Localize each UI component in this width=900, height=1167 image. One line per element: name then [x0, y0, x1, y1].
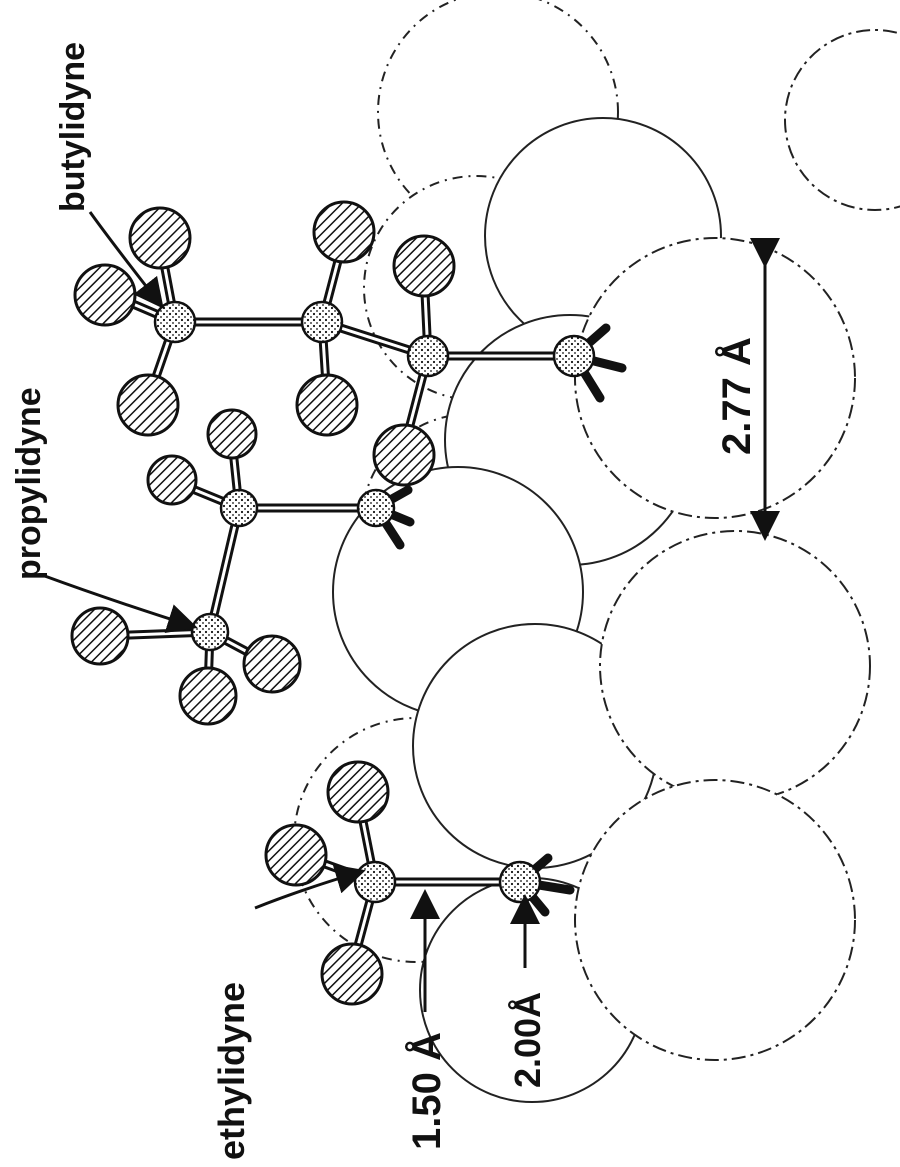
hydrogen-atom: [116, 373, 180, 437]
carbon-atom: [153, 300, 197, 344]
carbon-atom: [219, 488, 259, 528]
metal-atom: [574, 237, 856, 519]
hydrogen-atom: [206, 408, 258, 460]
hydrogen-atom: [70, 606, 130, 666]
carbon-atom: [190, 612, 230, 652]
carbon-atom: [498, 860, 542, 904]
hydrogen-atom: [178, 666, 238, 726]
label-pointers: [41, 211, 540, 1012]
metal-diameter-label: 2.77 Å: [714, 337, 759, 455]
metal-atom: [784, 29, 900, 211]
carbon-atom: [552, 334, 596, 378]
hydrogen-atom: [128, 206, 192, 270]
hydrogen-atoms: [70, 200, 456, 1006]
metal-atom: [599, 530, 871, 802]
carbon-atom: [406, 334, 450, 378]
hydrogen-atom: [146, 454, 198, 506]
butylidyne-pointer: [88, 211, 164, 309]
surface-bond-length-label: 2.00Å: [507, 992, 548, 1088]
hydrogen-atom: [295, 373, 359, 437]
hydrogen-atom: [320, 942, 384, 1006]
hydrogen-atom: [372, 423, 436, 487]
hydrogen-atom: [264, 823, 328, 887]
metal-surface-front-row: [574, 29, 900, 1061]
hydrogen-atom: [242, 634, 302, 694]
propylidyne-label: propylidyne: [10, 387, 48, 580]
metal-atom: [574, 779, 856, 1061]
ethylidyne-pointer: [254, 864, 366, 910]
hydrogen-atom: [312, 200, 376, 264]
butylidyne-label: butylidyne: [54, 42, 92, 212]
propylidyne-pointer: [41, 573, 198, 634]
ethylidyne-label: ethylidyne: [211, 982, 252, 1160]
hydrogen-atom: [73, 263, 137, 327]
hydrogen-atom: [392, 234, 456, 298]
cc-bond-length-label: 1.50 Å: [404, 1032, 449, 1150]
hydrogen-atom: [326, 760, 390, 824]
carbon-atom: [300, 300, 344, 344]
carbon-atom: [356, 488, 396, 528]
carbon-atom: [353, 860, 397, 904]
